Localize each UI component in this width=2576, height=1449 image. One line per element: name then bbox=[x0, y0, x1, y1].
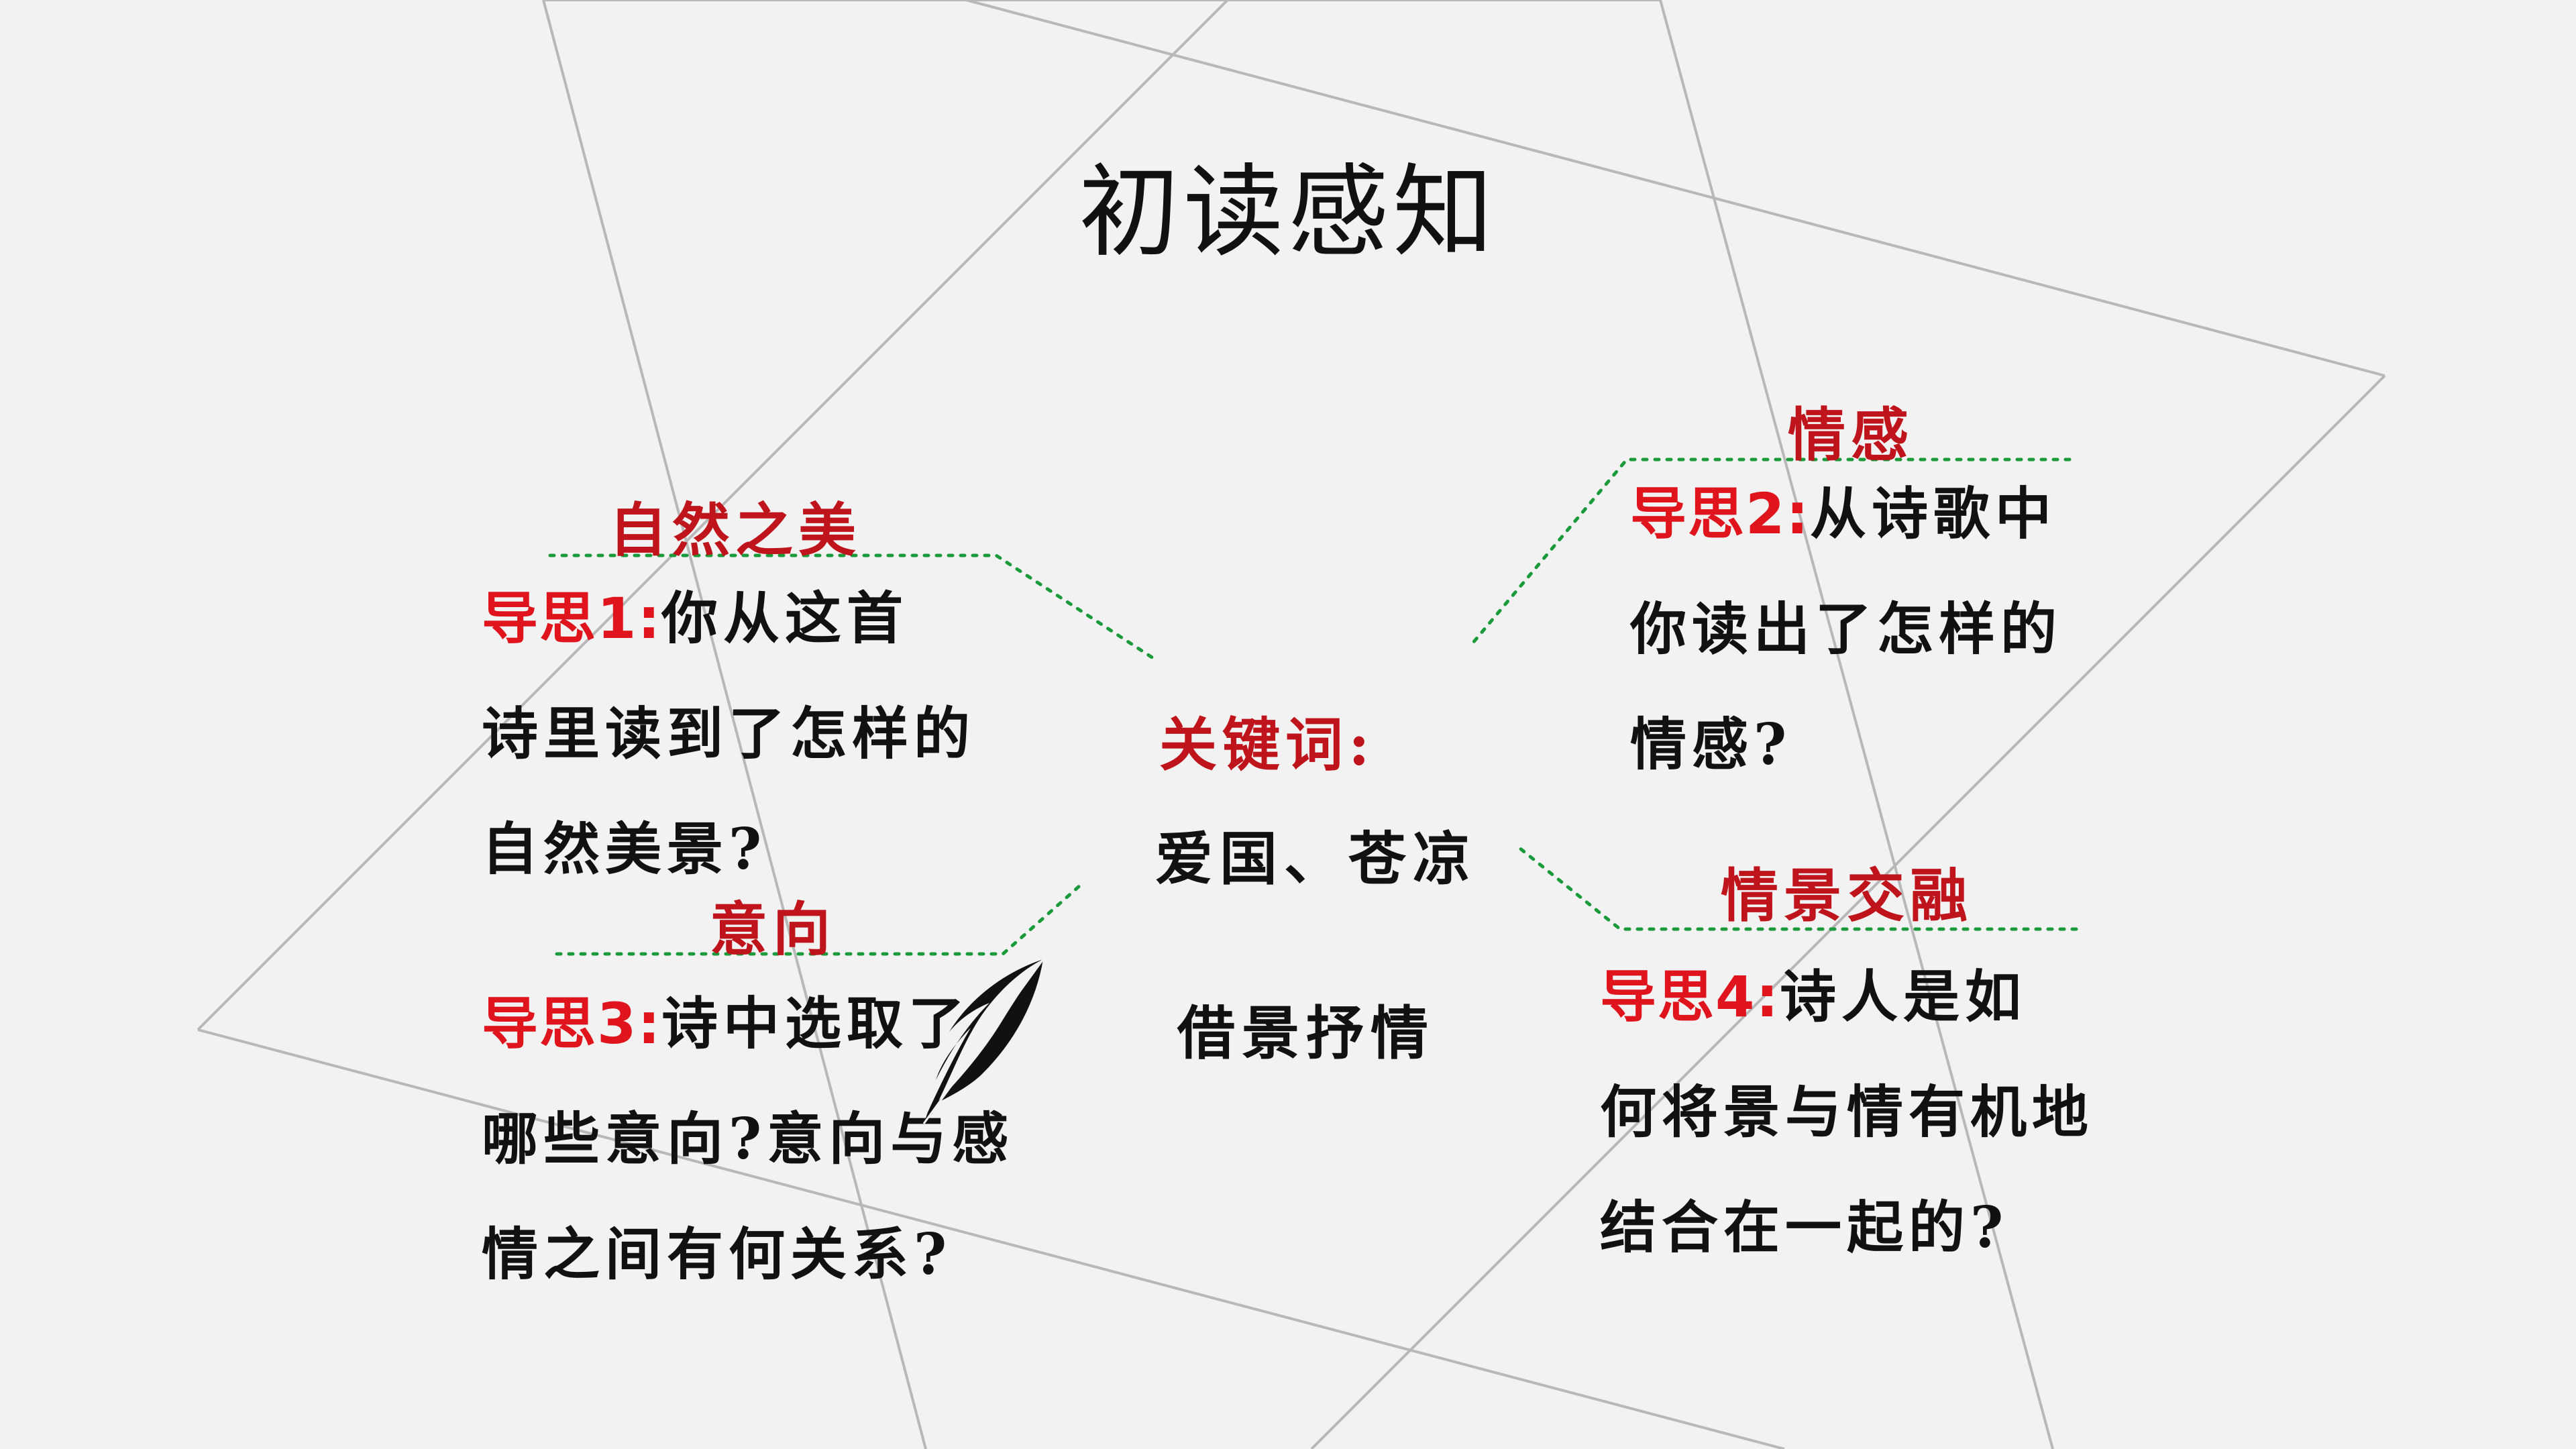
q4-line-2: 何将景与情有机地 bbox=[1600, 1079, 2094, 1145]
q2-line-1: 导思2:从诗歌中 bbox=[1630, 480, 2057, 547]
q4-block: 导思4:诗人是如 何将景与情有机地 结合在一起的? bbox=[1600, 939, 2094, 1285]
q3-line-3: 情之间有何关系? bbox=[482, 1221, 953, 1287]
connector-q3 bbox=[555, 883, 1082, 956]
keyword-line-2: 借景抒情 bbox=[1177, 1000, 1435, 1067]
connector-q2 bbox=[1467, 458, 2072, 649]
q2-prefix: 导思2: bbox=[1630, 481, 1811, 547]
connector-q1 bbox=[548, 553, 1159, 663]
q3-line-2: 哪些意向?意向与感 bbox=[482, 1106, 1014, 1172]
q2-line-3: 情感? bbox=[1630, 711, 1792, 777]
q3-label: 意向 bbox=[710, 896, 836, 963]
q2-line-2: 你读出了怎样的 bbox=[1630, 596, 2063, 662]
q2-block: 导思2:从诗歌中 你读出了怎样的 情感? bbox=[1630, 456, 2062, 802]
connector-q4 bbox=[1514, 843, 2078, 931]
q4-line-1: 导思4:诗人是如 bbox=[1600, 963, 2027, 1030]
q1-prefix: 导思1: bbox=[482, 586, 662, 651]
keyword-label: 关键词: bbox=[1159, 711, 1375, 779]
q4-prefix: 导思4: bbox=[1600, 964, 1780, 1030]
q1-block: 导思1:你从这首 诗里读到了怎样的 自然美景? bbox=[482, 561, 975, 907]
feather-quill-icon bbox=[922, 959, 1044, 1124]
q3-block: 导思3:诗中选取了 哪些意向?意向与感 情之间有何关系? bbox=[482, 966, 1014, 1312]
q2-label: 情感 bbox=[1788, 401, 1914, 469]
q1-line-3: 自然美景? bbox=[482, 816, 767, 882]
q1-label: 自然之美 bbox=[609, 496, 861, 564]
q4-line-3: 结合在一起的? bbox=[1600, 1194, 2009, 1260]
keyword-line-1: 爱国、苍凉 bbox=[1155, 825, 1477, 893]
q3-prefix: 导思3: bbox=[482, 991, 662, 1057]
q1-line-1: 导思1:你从这首 bbox=[482, 585, 909, 651]
q3-line-1: 导思3:诗中选取了 bbox=[482, 990, 971, 1057]
page-title: 初读感知 bbox=[1078, 154, 1497, 271]
q4-label: 情景交融 bbox=[1721, 862, 1973, 930]
q1-line-2: 诗里读到了怎样的 bbox=[482, 700, 976, 767]
